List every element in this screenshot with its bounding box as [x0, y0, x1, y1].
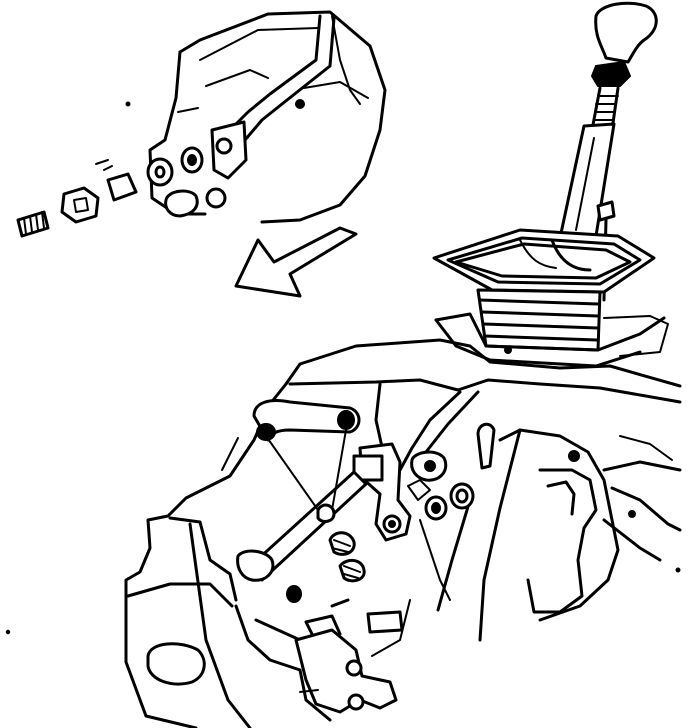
shift-lever-assembly	[432, 1, 669, 368]
boot-bolt-icon	[596, 200, 616, 222]
clip-lower-icon	[338, 559, 366, 583]
scan-specks	[5, 101, 681, 635]
detail-pivot-assembly	[16, 10, 387, 238]
bushing-block-icon	[164, 189, 199, 218]
nut-icon	[60, 186, 100, 224]
shift-knob-icon	[594, 1, 658, 64]
lower-selector-lever-icon	[294, 628, 398, 714]
bracket-hole-icon	[215, 137, 233, 155]
main-linkage	[236, 382, 496, 714]
key-block-icon	[366, 610, 404, 634]
cotter-pin-icon	[476, 422, 496, 470]
lower-lever-hole-icon	[347, 693, 365, 711]
rod-end-icon	[236, 549, 275, 582]
jam-nut-icon	[590, 60, 632, 87]
rubber-boot-icon	[476, 288, 602, 352]
direction-arrow-icon	[234, 226, 358, 298]
drain-plug-icon	[146, 642, 206, 686]
lower-bushing-icon	[205, 187, 227, 209]
spacer-icon	[106, 172, 138, 202]
